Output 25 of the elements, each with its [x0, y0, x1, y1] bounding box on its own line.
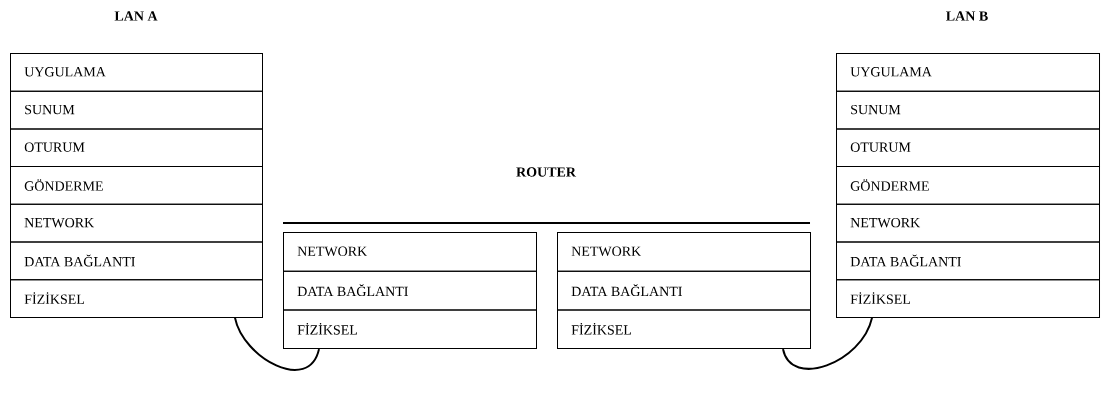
layer-box: DATA BAĞLANTI — [557, 270, 811, 311]
layer-box: NETWORK — [283, 232, 537, 272]
layer-box: DATA BAĞLANTI — [10, 241, 263, 281]
layer-box: DATA BAĞLANTI — [283, 270, 537, 311]
layer-box: FİZİKSEL — [557, 309, 811, 350]
layer-box: FİZİKSEL — [836, 279, 1100, 318]
layer-box: DATA BAĞLANTI — [836, 241, 1100, 281]
cable-curve — [782, 316, 873, 370]
layer-box: NETWORK — [557, 232, 811, 272]
layer-box: SUNUM — [10, 90, 263, 130]
layer-box: OTURUM — [10, 128, 263, 168]
heading: ROUTER — [516, 167, 577, 177]
layer-box: GÖNDERME — [836, 166, 1100, 205]
cable-curve — [234, 316, 320, 371]
heading: LAN A — [114, 11, 158, 21]
layer-box: FİZİKSEL — [283, 309, 537, 350]
heading: LAN B — [946, 11, 988, 21]
layer-box: NETWORK — [10, 203, 263, 243]
layer-box: OTURUM — [836, 128, 1100, 168]
layer-box: UYGULAMA — [836, 53, 1100, 92]
layer-box: GÖNDERME — [10, 166, 263, 205]
layer-box: SUNUM — [836, 90, 1100, 130]
layer-box: FİZİKSEL — [10, 279, 263, 318]
layer-box: UYGULAMA — [10, 53, 263, 92]
layer-box: NETWORK — [836, 203, 1100, 243]
